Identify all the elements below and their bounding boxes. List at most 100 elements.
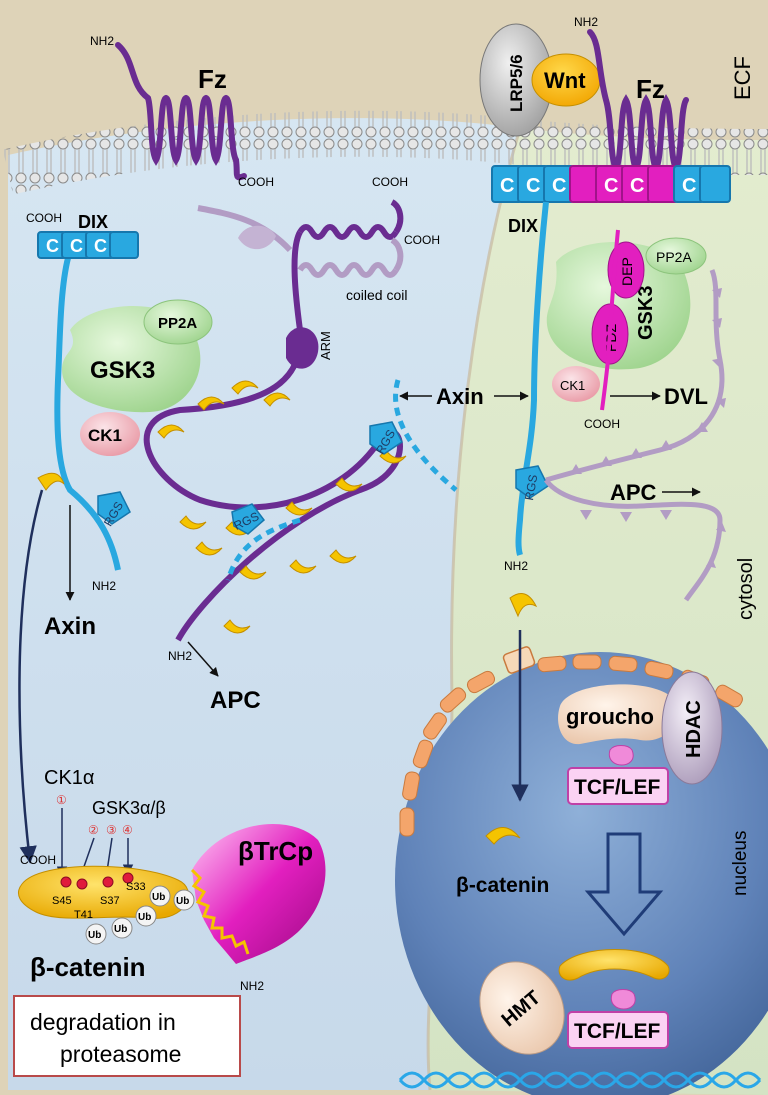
- left-ck1-blob: [80, 412, 140, 456]
- site-s45: S45: [52, 895, 72, 907]
- right-dep-label: DEP: [619, 257, 635, 286]
- left-apc-nh2-label: NH2: [168, 649, 192, 663]
- left-dix-domain: C C C: [37, 231, 139, 259]
- svg-text:C: C: [604, 175, 618, 197]
- activation-arrow: [584, 832, 664, 937]
- left-apc-pointer: [187, 641, 219, 677]
- ub-1: Ub: [88, 930, 101, 941]
- site-t41: T41: [74, 909, 93, 921]
- site-s33: S33: [126, 881, 146, 893]
- right-rgs-label: RGS: [522, 473, 540, 501]
- ub-4: Ub: [152, 892, 165, 903]
- left-coiled-coil-label: coiled coil: [346, 287, 407, 303]
- btrcp-protein: [192, 824, 326, 964]
- ubiquitin-chain: [85, 885, 195, 945]
- right-pp2a-blob: [645, 237, 707, 275]
- right-bcat-label: β-catenin: [456, 874, 549, 897]
- left-apc-rgs-mid: [231, 503, 266, 535]
- left-bcat-crescent-1: [37, 472, 65, 491]
- left-apc-coiled-coil: [297, 199, 404, 278]
- degradation-line-2: proteasome: [60, 1041, 181, 1067]
- groucho-protein: [558, 684, 678, 745]
- phospho-site-numbers: ① ② ③ ④: [56, 793, 133, 837]
- left-dix-cooh-label: COOH: [26, 211, 62, 225]
- left-axin-dashed-2: [393, 379, 458, 492]
- phospho-sites: [60, 872, 134, 890]
- left-pp2a-label: PP2A: [158, 315, 197, 332]
- bcat-cooh-label: COOH: [20, 853, 56, 867]
- ub-3: Ub: [138, 912, 151, 923]
- btrcp-label: βTrCp: [238, 836, 313, 866]
- left-fz-label: Fz: [198, 64, 227, 94]
- left-fz-nh2-label: NH2: [90, 34, 114, 48]
- degradation-box: [13, 995, 241, 1077]
- ub-2: Ub: [114, 924, 127, 935]
- left-arm-domain: [286, 327, 319, 369]
- cytosol-label: cytosol: [735, 558, 757, 620]
- left-bcat-degraded: [18, 865, 189, 919]
- svg-text:C: C: [70, 236, 83, 256]
- gsk3ab-label: GSK3α/β: [92, 798, 166, 818]
- right-axin-rgs: [515, 465, 549, 499]
- right-dix-domain: C C C C C C: [491, 165, 731, 203]
- right-dvl-label: DVL: [664, 384, 708, 409]
- svg-text:C: C: [682, 175, 696, 197]
- right-dvl-chain: [600, 229, 620, 411]
- svg-text:C: C: [552, 175, 566, 197]
- lrp56-label: LRP5/6: [507, 54, 526, 112]
- right-fz-label: Fz: [636, 74, 665, 104]
- left-apc-rgs-right: [369, 421, 403, 455]
- svg-text:C: C: [94, 236, 107, 256]
- right-gsk3-label: GSK3: [635, 286, 657, 340]
- hmt-protein: [479, 961, 565, 1055]
- left-apc-faded: [197, 205, 293, 253]
- svg-text:C: C: [46, 236, 59, 256]
- right-fz-nh2-label: NH2: [574, 15, 598, 29]
- left-frizzled-receptor: [115, 42, 247, 181]
- degradation-arrow: [18, 489, 44, 864]
- left-dix-label: DIX: [78, 212, 108, 232]
- svg-text:C: C: [630, 175, 644, 197]
- right-bcat-free: [509, 593, 538, 618]
- left-fz-cooh-label: COOH: [238, 175, 274, 189]
- site-s37: S37: [100, 895, 120, 907]
- center-axin-label: Axin: [436, 384, 484, 409]
- left-apc-cooh-1: COOH: [372, 175, 408, 189]
- nuclear-pores: [399, 654, 743, 837]
- tcf-lef-label-1: TCF/LEF: [574, 776, 660, 799]
- right-apc-bumps: [570, 288, 726, 568]
- left-gsk3-label: GSK3: [90, 357, 155, 384]
- right-frizzled-receptor: [587, 29, 689, 174]
- hdac-protein: [661, 671, 723, 785]
- ecf-label: ECF: [730, 56, 755, 100]
- tcf-lef-box-1: [567, 767, 669, 805]
- left-pp2a-blob: [143, 299, 213, 345]
- left-axin-label: Axin: [44, 613, 96, 640]
- site-number-4: ④: [122, 823, 133, 837]
- left-axin-dashed-1: [225, 517, 301, 581]
- right-dix-label: DIX: [508, 216, 538, 236]
- tcf-lef-label-2: TCF/LEF: [574, 1020, 660, 1043]
- right-gsk3-blob: [546, 241, 691, 370]
- tcf-lef-box-2: [567, 1011, 669, 1049]
- right-dvl-cooh-label: COOH: [584, 417, 620, 431]
- right-pp2a-label: PP2A: [656, 249, 692, 265]
- ck1a-label: CK1α: [44, 767, 94, 789]
- right-bcat-nuclear: [485, 827, 521, 845]
- active-bcat: [558, 949, 670, 981]
- dna-helix-2: [398, 1071, 762, 1089]
- groucho-label: groucho: [566, 704, 654, 729]
- btrcp-zigzag: [190, 868, 250, 955]
- site-number-2: ②: [88, 823, 99, 837]
- right-ck1-blob: [552, 366, 600, 402]
- nucleus-label: nucleus: [730, 831, 751, 897]
- left-apc-label: APC: [210, 687, 261, 714]
- svg-text:C: C: [500, 175, 514, 197]
- degradation-line-1: degradation in: [30, 1009, 176, 1035]
- ub-5: Ub: [176, 896, 189, 907]
- right-axin-nh2-label: NH2: [504, 559, 528, 573]
- dna-helix: [398, 1071, 762, 1089]
- left-axin-chain: [54, 257, 121, 571]
- tcf-knob-1: [608, 745, 634, 766]
